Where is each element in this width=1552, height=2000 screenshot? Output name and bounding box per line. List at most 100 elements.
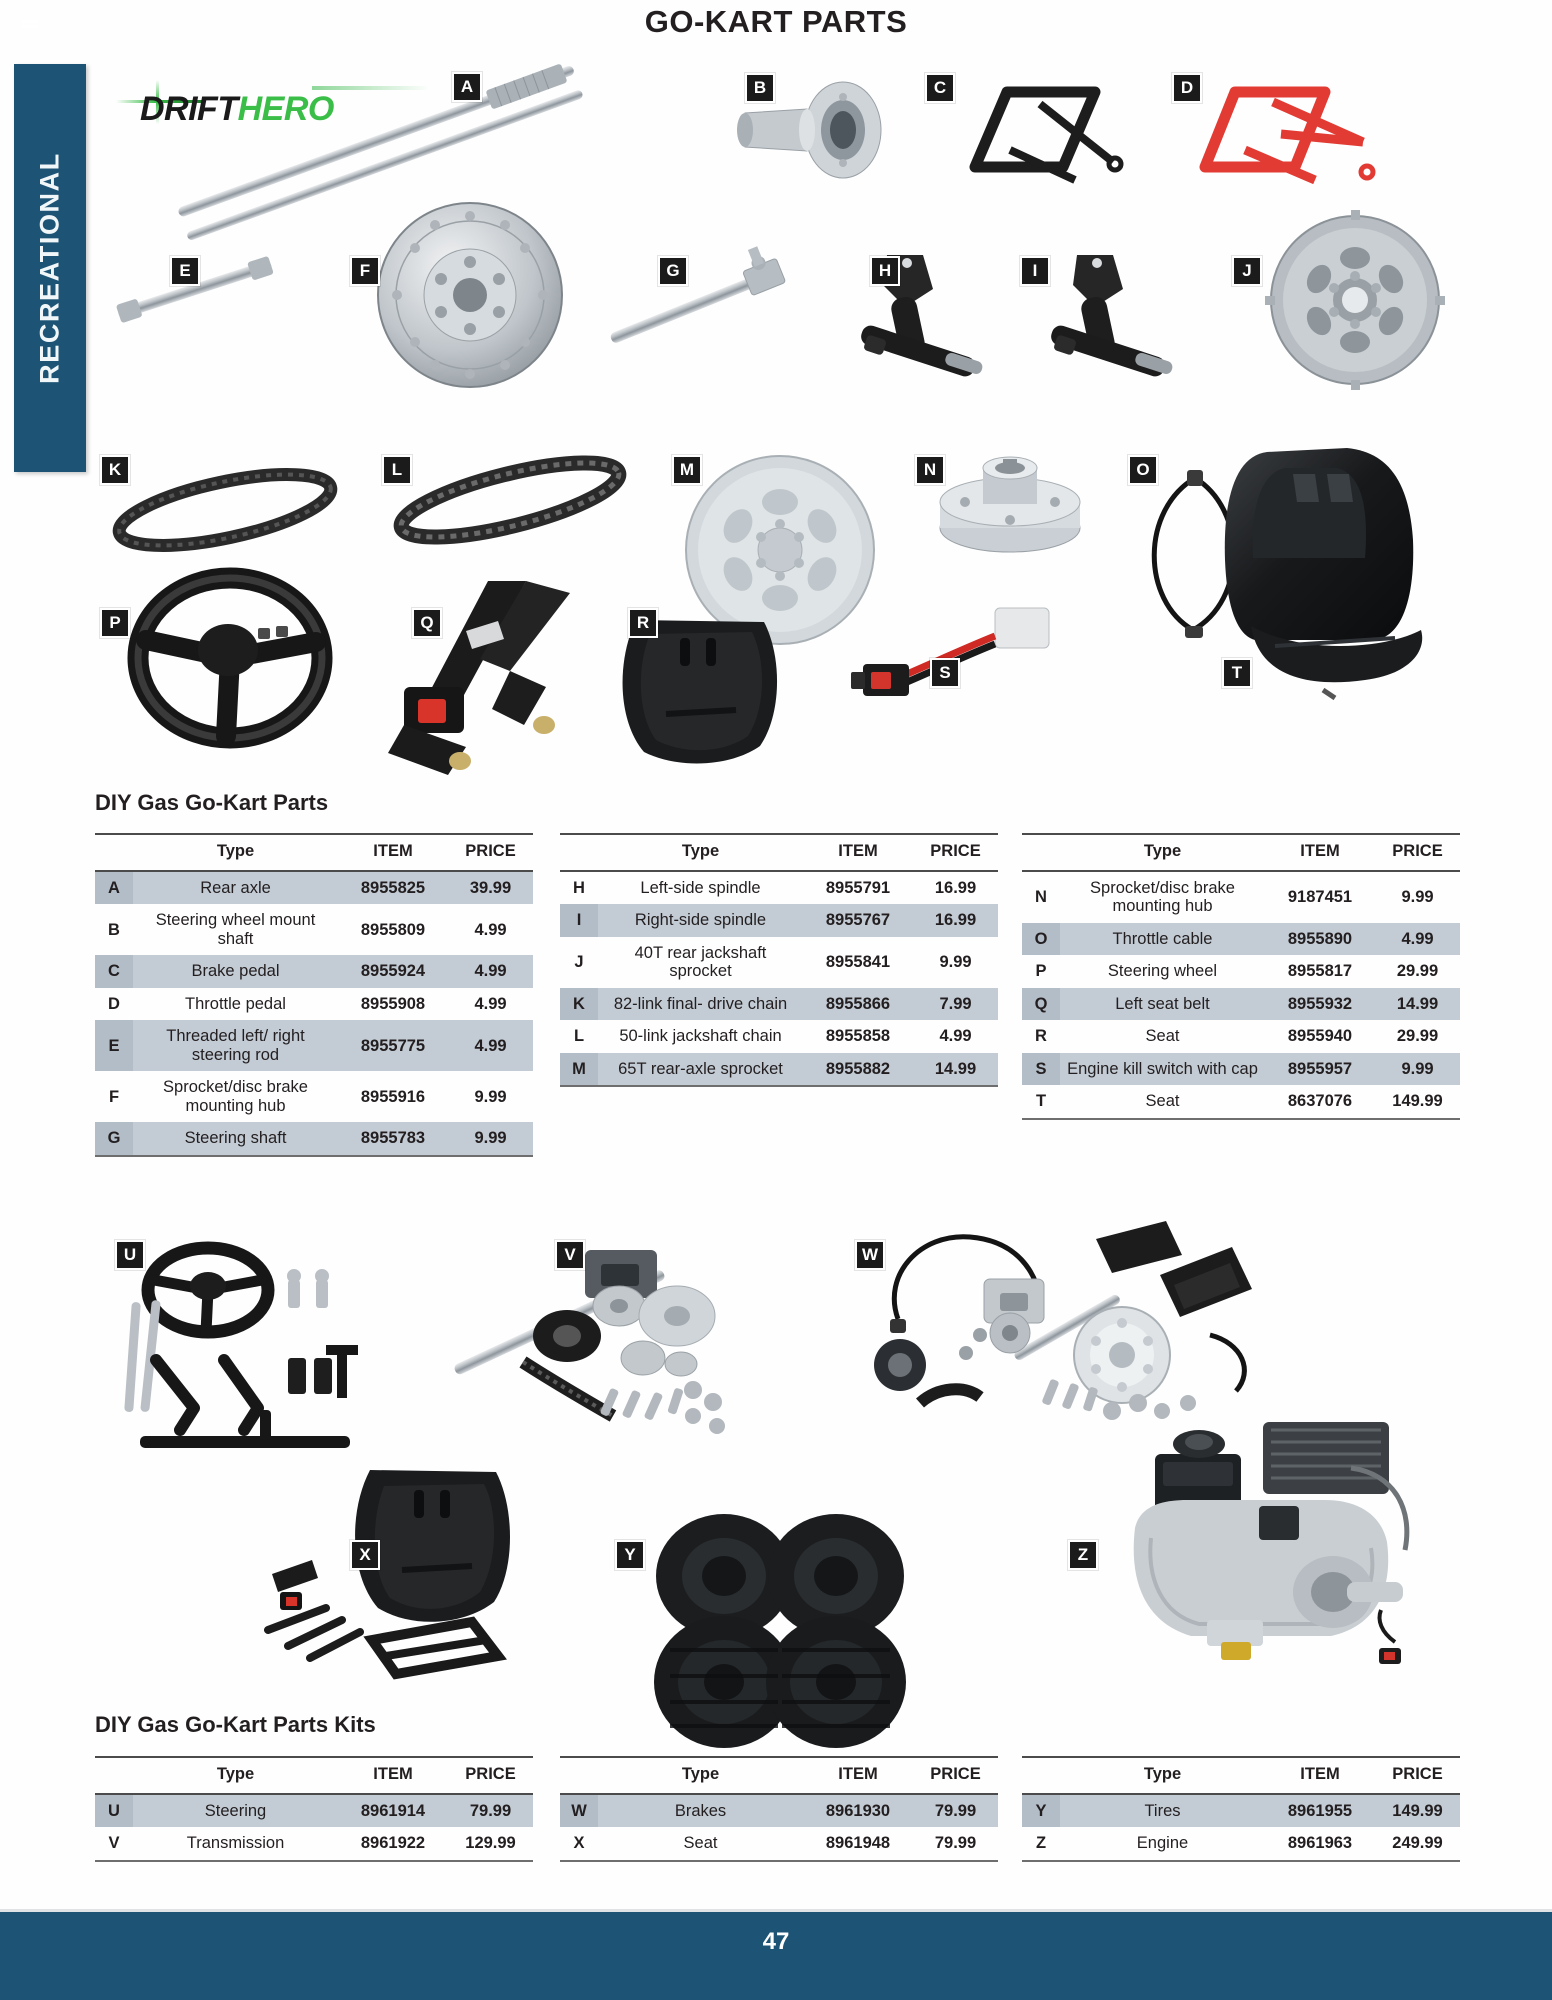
figure-badge-l: L [382,455,412,485]
row-price: 249.99 [1375,1827,1460,1862]
col-price: PRICE [448,833,533,872]
section-tab-recreational[interactable]: RECREATIONAL [14,64,86,472]
row-type: 65T rear-axle sprocket [598,1052,803,1088]
figure-badge-e: E [170,256,200,286]
col-price: PRICE [913,1756,998,1795]
row-type: Throttle cable [1060,922,1265,956]
figure-badge-v: V [555,1240,585,1270]
figure-badge-b: B [745,73,775,103]
row-type: Sprocket/disc brake mounting hub [1090,879,1235,916]
figure-rear-axle [178,64,600,240]
row-key: A [95,871,133,905]
figure-mounting-hub [935,450,1085,570]
col-item: ITEM [338,1756,448,1795]
col-type: Type [598,1756,803,1795]
figure-badge-o: O [1128,455,1158,485]
figure-badge-f: F [350,256,380,286]
row-type: Transmission [133,1827,338,1862]
row-type: Seat [1060,1085,1265,1120]
row-item-number: 8955908 [360,994,426,1013]
row-type: Seat [1145,1027,1180,1046]
col-price: PRICE [1375,833,1460,872]
row-type: Steering shaft [133,1122,338,1157]
row-type: Steering wheel mount shaft [155,911,316,948]
row-item-number: 8955817 [1287,962,1353,981]
row-key: Q [1022,987,1060,1021]
row-key: G [95,1122,133,1157]
row-price: 9.99 [1375,1052,1460,1086]
figure-steering-wheel-mount-shaft [735,75,895,185]
row-price: 39.99 [448,871,533,905]
figure-badge-x: X [350,1540,380,1570]
row-price: 9.99 [474,1087,507,1106]
col-type: Type [1060,1756,1265,1795]
brand-word-hero: HERO [237,90,335,128]
row-key: Z [1022,1827,1060,1862]
row-item-number: 8955767 [803,904,913,937]
col-item: ITEM [338,833,448,872]
row-key: L [573,1027,585,1046]
row-type: Steering wheel [1107,962,1218,981]
row-key: R [1035,1027,1047,1046]
figure-badge-g: G [658,256,688,286]
brand-word-drift: DRIFT [140,90,238,128]
row-key: U [95,1794,133,1828]
logo-shine-decoration [312,86,430,90]
figure-badge-z: Z [1068,1540,1098,1570]
figure-40t-sprocket [1265,210,1445,390]
col-price: PRICE [913,833,998,872]
col-key [95,833,133,872]
row-key: H [573,879,585,897]
figure-badge-t: T [1222,658,1252,688]
row-key: Y [1022,1794,1060,1828]
row-type: Rear axle [133,871,338,905]
row-type: 50-link jackshaft chain [619,1027,782,1046]
menu-icon [22,20,38,32]
col-item: ITEM [1265,833,1375,872]
row-item-number: 8955866 [803,987,913,1021]
col-item: ITEM [1265,1756,1375,1795]
figure-seat-belt [370,575,590,775]
row-price: 4.99 [448,955,533,988]
row-price: 79.99 [448,1794,533,1828]
row-type: Threaded left/ right steering rod [133,1020,338,1072]
section-title-kits: DIY Gas Go-Kart Parts Kits [95,1712,376,1737]
figure-badge-w: W [855,1240,885,1270]
row-item-number: 8955932 [1265,987,1375,1021]
figure-50-link-chain [390,445,630,555]
col-type: Type [133,1756,338,1795]
figure-steering-shaft [600,246,800,360]
row-item-number: 8955858 [825,1027,891,1046]
row-price: 4.99 [1375,922,1460,956]
row-price: 9.99 [448,1122,533,1157]
row-type: Engine kill switch with cap [1060,1052,1265,1086]
figure-transmission-kit [454,1240,765,1440]
col-type: Type [133,833,338,872]
row-item-number: 8955791 [825,879,891,897]
col-key [560,1756,598,1795]
row-price: 16.99 [934,879,977,897]
row-item-number: 8955890 [1265,922,1375,956]
row-type: Left seat belt [1060,987,1265,1021]
figure-65t-sprocket [680,450,880,650]
brand-logo-drifthero: DRIFTHERO [112,70,430,132]
row-type: Brakes [598,1794,803,1828]
row-price: 79.99 [913,1827,998,1862]
row-price: 7.99 [913,987,998,1021]
figure-brakes-kit [860,1215,1280,1445]
col-item: ITEM [803,833,913,872]
